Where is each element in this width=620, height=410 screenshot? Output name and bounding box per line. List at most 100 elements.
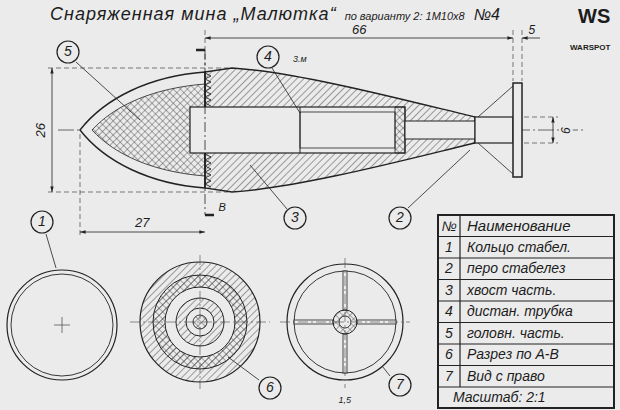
head-charge — [92, 84, 205, 176]
row-number: 4 — [444, 304, 454, 319]
variant-note: по варианту 2: 1М10х8 — [344, 10, 466, 22]
ring-centerlines — [54, 317, 70, 333]
dimension-line — [522, 38, 540, 39]
section-mark — [196, 50, 214, 215]
ring-view — [7, 270, 117, 380]
part-name: Кольцо стабел. — [466, 240, 572, 255]
callout-circle: 2 — [388, 206, 412, 230]
callout-ring — [259, 377, 281, 399]
row-number: 2 — [444, 261, 454, 276]
extension-line — [48, 68, 228, 69]
leader-line — [272, 68, 300, 113]
table-row — [438, 301, 614, 302]
callout-number: 4 — [264, 49, 272, 64]
extension-line — [48, 192, 228, 193]
leader-line — [408, 150, 470, 208]
dimension-value: 1,5 — [338, 396, 353, 406]
callout-number: 1 — [38, 214, 46, 229]
tail-tube — [475, 117, 513, 143]
table-row — [438, 322, 614, 323]
dimension-value: 5 — [528, 24, 537, 37]
callout-number: 2 — [396, 210, 404, 225]
part-name: дистан. трубка — [466, 304, 574, 319]
drawing-title: Снаряженная мина „Малютка“ — [50, 5, 337, 25]
callout-circle: 1 — [30, 210, 54, 234]
callout-ring — [257, 46, 279, 68]
callout-ring — [389, 207, 411, 229]
table-row — [438, 387, 614, 388]
dimension-value: 26 — [34, 122, 48, 138]
section-centerlines — [130, 255, 270, 389]
callout-circle: 4 — [256, 45, 280, 69]
table-row — [438, 344, 614, 345]
dimension-line — [205, 38, 513, 39]
watermark-text: WARSPOT — [569, 44, 611, 53]
extension-line — [80, 134, 81, 238]
dimension-value: 66 — [351, 23, 367, 37]
part-name: Разрез по А-В — [466, 347, 560, 362]
row-number: 3 — [444, 283, 454, 298]
callout-circle: 7 — [388, 373, 412, 397]
fin-edge — [478, 143, 513, 174]
section-line — [205, 50, 206, 215]
callout-number: 6 — [266, 380, 274, 395]
tube-thread — [395, 107, 405, 153]
callout-circle: 6 — [258, 376, 282, 400]
end-centerlines — [280, 258, 410, 388]
table-row — [438, 365, 614, 366]
callout-circle: 5 — [56, 40, 80, 64]
callout-ring — [57, 41, 79, 63]
leader-line — [250, 165, 287, 209]
ring-outer — [7, 270, 117, 380]
leader-line — [46, 234, 56, 268]
callout-ring — [389, 374, 411, 396]
fin-edge — [478, 86, 513, 117]
spacer-tube — [190, 107, 405, 153]
dimension-value: 3.м — [292, 55, 308, 65]
callout-number: 5 — [64, 44, 72, 59]
parts-table — [438, 215, 614, 408]
dimension-line — [52, 68, 53, 192]
table-header: № — [441, 219, 458, 234]
head-shell — [80, 72, 205, 188]
table-row — [438, 258, 614, 259]
stabilizer-ring — [513, 83, 522, 177]
dimension-value: 6 — [559, 126, 572, 135]
table-header: Наименование — [466, 218, 572, 235]
thread — [205, 154, 211, 187]
extension-line — [205, 30, 206, 66]
leader-line — [76, 62, 140, 120]
section-view — [130, 255, 270, 389]
row-number: 1 — [444, 240, 454, 255]
thread — [205, 73, 211, 106]
part-name: головн. часть. — [466, 326, 566, 341]
dimension-line — [553, 117, 554, 143]
watermark-logo: WS — [577, 5, 611, 27]
callout-ring — [31, 211, 53, 233]
sheet-number: №4 — [473, 6, 501, 24]
part-name: Вид с право — [466, 369, 546, 384]
dimension-lines — [52, 38, 553, 232]
dimension-value: 27 — [134, 216, 150, 230]
part-name: хвост часть. — [466, 283, 557, 298]
callout-circle: 3 — [283, 206, 307, 230]
table-frame — [438, 215, 614, 408]
callout-number: 3 — [291, 210, 299, 225]
ring-inner — [11, 274, 113, 376]
table-row — [438, 236, 614, 237]
callout-ring — [284, 207, 306, 229]
row-number: 6 — [444, 347, 454, 362]
row-number: 5 — [444, 326, 454, 341]
scale-note: Масштаб: 2:1 — [452, 390, 547, 405]
section-letter: В — [218, 201, 227, 213]
callout-number: 7 — [396, 377, 404, 392]
channel — [405, 121, 475, 139]
table-row — [438, 279, 614, 280]
tube-inner — [300, 112, 395, 148]
extension-lines — [48, 30, 558, 238]
end-view — [280, 258, 410, 388]
dimension-line — [80, 232, 205, 233]
row-number: 7 — [444, 369, 454, 384]
